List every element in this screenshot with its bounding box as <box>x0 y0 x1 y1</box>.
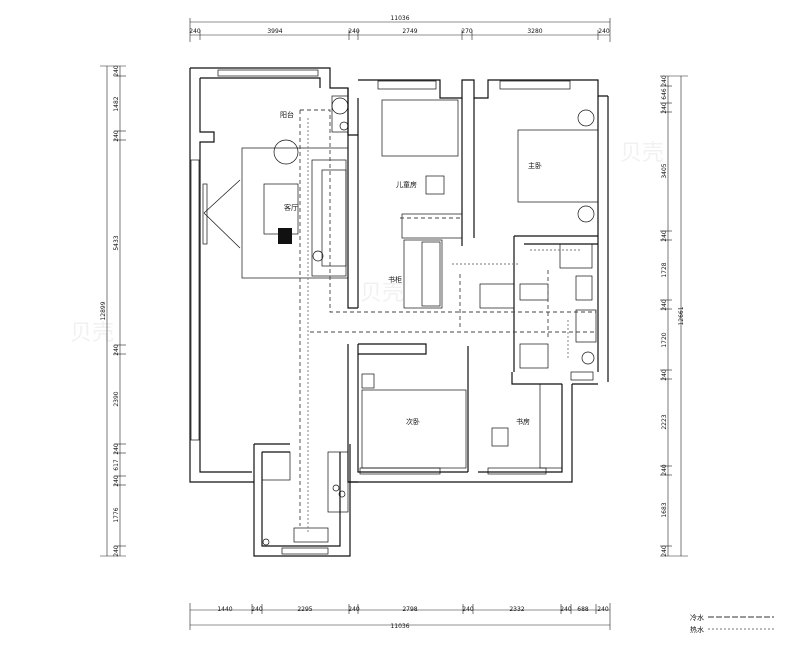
second-bedroom-furniture <box>361 373 467 469</box>
study-furniture <box>491 383 563 469</box>
left-seg-8: 617 <box>113 459 120 471</box>
left-dimension: 12899 240 1482 240 5433 240 2390 240 617… <box>100 65 126 557</box>
bottom-seg-10: 240 <box>597 606 609 613</box>
svg-text:贝壳: 贝壳 <box>620 141 664 166</box>
right-seg-3: 240 <box>661 102 668 114</box>
left-seg-11: 240 <box>113 545 120 557</box>
svg-text:贝壳: 贝壳 <box>360 281 404 306</box>
watermark: 贝壳 贝壳 贝壳 <box>70 141 664 346</box>
right-seg-6: 1728 <box>661 262 668 277</box>
bottom-seg-6: 240 <box>462 606 474 613</box>
top-seg-1: 240 <box>189 28 201 35</box>
top-seg-5: 270 <box>461 28 473 35</box>
bottom-seg-1: 1440 <box>217 606 232 613</box>
pipe-legend: 冷水 热水 <box>690 613 774 634</box>
ottoman-icon <box>278 228 292 244</box>
right-dimension: 12661 240 646 240 3405 240 1728 240 1720… <box>660 75 688 557</box>
legend-cold-label: 冷水 <box>690 613 704 622</box>
top-seg-2: 3994 <box>267 28 282 35</box>
bottom-seg-8: 240 <box>560 606 572 613</box>
left-seg-3: 240 <box>113 130 120 142</box>
right-seg-7: 240 <box>661 299 668 311</box>
right-seg-9: 240 <box>661 369 668 381</box>
right-seg-11: 240 <box>661 464 668 476</box>
left-seg-5: 240 <box>113 344 120 356</box>
living-room-furniture <box>202 95 349 279</box>
room-label-second: 次卧 <box>406 417 420 426</box>
top-total: 11036 <box>390 15 409 22</box>
kitchen-fixtures <box>261 451 349 546</box>
room-label-balcony: 阳台 <box>280 110 294 119</box>
bottom-seg-3: 2295 <box>297 606 312 613</box>
right-seg-10: 2223 <box>661 414 668 429</box>
left-seg-6: 2390 <box>113 391 120 406</box>
room-label-kids: 儿童房 <box>396 180 417 189</box>
left-seg-9: 240 <box>113 475 120 487</box>
bottom-seg-4: 240 <box>348 606 360 613</box>
armchair-icon <box>273 139 299 165</box>
bottom-seg-9: 688 <box>577 606 589 613</box>
top-seg-4: 2749 <box>402 28 417 35</box>
washer-icon <box>331 97 349 115</box>
room-label-study-b: 书房 <box>516 417 530 426</box>
legend-hot-label: 热水 <box>690 625 704 634</box>
left-seg-4: 5433 <box>113 235 120 250</box>
room-label-study-a: 书柜 <box>388 275 402 284</box>
bottom-total: 11036 <box>390 623 409 630</box>
top-seg-3: 240 <box>348 28 360 35</box>
right-seg-13: 240 <box>661 545 668 557</box>
right-seg-4: 3405 <box>661 163 668 178</box>
bottom-dimension: 1440 240 2295 240 2798 240 2332 240 688 … <box>189 603 611 630</box>
right-seg-1: 240 <box>661 75 668 87</box>
master-bedroom-furniture <box>517 109 599 223</box>
room-label-master: 主卧 <box>528 161 542 170</box>
left-seg-7: 240 <box>113 443 120 455</box>
bathroom-fixtures <box>479 243 597 369</box>
top-seg-6: 3280 <box>527 28 542 35</box>
windows <box>190 69 594 555</box>
svg-text:贝壳: 贝壳 <box>70 321 114 346</box>
left-seg-1: 240 <box>113 65 120 77</box>
left-total: 12899 <box>100 301 107 320</box>
right-seg-8: 1720 <box>661 332 668 347</box>
top-seg-7: 240 <box>598 28 610 35</box>
kids-room-furniture <box>381 99 463 309</box>
bottom-seg-5: 2798 <box>402 606 417 613</box>
right-total: 12661 <box>678 306 685 325</box>
left-seg-2: 1482 <box>113 96 120 111</box>
water-pipes <box>299 109 596 534</box>
bottom-seg-7: 2332 <box>509 606 524 613</box>
right-seg-2: 646 <box>661 88 668 100</box>
left-seg-10: 1776 <box>113 507 120 522</box>
top-dimension: 11036 240 3994 240 2749 270 3280 240 <box>189 15 611 42</box>
right-seg-5: 240 <box>661 230 668 242</box>
room-label-living: 客厅 <box>284 203 298 212</box>
bottom-seg-2: 240 <box>251 606 263 613</box>
right-seg-12: 1683 <box>661 502 668 517</box>
